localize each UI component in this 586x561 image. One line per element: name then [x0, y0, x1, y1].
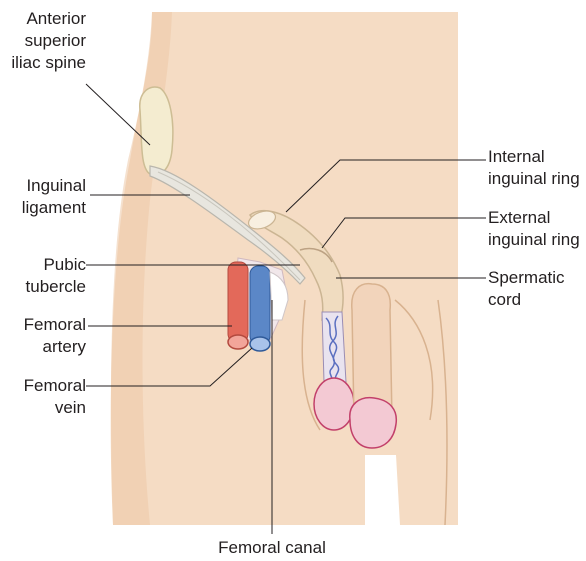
leader-external-ring — [321, 217, 486, 249]
pampiniform-plexus — [321, 311, 347, 383]
glans — [349, 396, 398, 449]
label-external-inguinal-ring: External inguinal ring — [488, 208, 580, 249]
femoral-artery-cut — [227, 334, 249, 350]
penis-shaft — [351, 282, 393, 421]
femoral-canal-space — [269, 271, 289, 321]
inguinal-ligament-fibres — [157, 171, 301, 281]
thigh-contour — [437, 299, 448, 526]
femoral-vein-cut — [249, 336, 271, 352]
scrotum-left-contour — [301, 299, 321, 431]
label-femoral-canal: Femoral canal — [218, 538, 326, 557]
label-anterior-superior-iliac-spine: Anterior superior iliac spine — [11, 9, 86, 72]
internal-ring-opening — [247, 210, 277, 230]
femoral-vein-vessel — [249, 265, 271, 345]
testis — [313, 377, 355, 431]
leader-lines — [85, 83, 486, 534]
label-femoral-artery: Femoral artery — [23, 315, 86, 356]
plexus-veins — [325, 315, 340, 383]
leader-femoral-vein — [86, 347, 253, 387]
femoral-artery-vessel — [227, 261, 249, 343]
label-internal-inguinal-ring: Internal inguinal ring — [488, 147, 580, 188]
label-femoral-vein: Femoral vein — [23, 376, 86, 417]
label-spermatic-cord: Spermatic cord — [488, 268, 565, 309]
iliac-spine-bone — [139, 86, 174, 176]
label-inguinal-ligament: Inguinal ligament — [21, 176, 86, 217]
leader-asis — [85, 83, 151, 146]
scrotum-contour-right — [394, 299, 434, 421]
external-ring-margin — [299, 247, 333, 263]
label-pubic-tubercle: Pubic tubercle — [25, 255, 86, 296]
leader-internal-ring — [285, 159, 486, 213]
